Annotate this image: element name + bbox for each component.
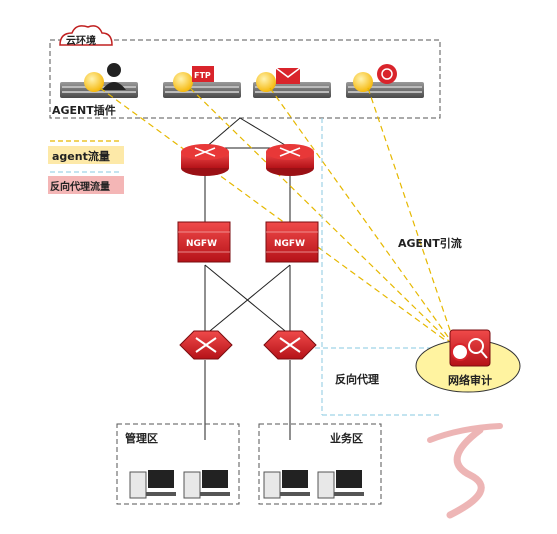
desktop-pc-icon bbox=[263, 470, 310, 499]
mail-icon bbox=[275, 67, 301, 84]
cloud-environment-region bbox=[49, 39, 441, 119]
switch-icon bbox=[263, 330, 317, 360]
globe-icon bbox=[377, 64, 397, 84]
desktop-pc-icon bbox=[129, 470, 176, 499]
desktop-pc-icon bbox=[317, 470, 364, 499]
firewall-icon: NGFW bbox=[265, 221, 319, 263]
cloud-icon bbox=[59, 25, 113, 46]
cloud-env-label: 云环境 bbox=[66, 34, 96, 47]
agent-plugin-icon bbox=[256, 72, 276, 92]
business-zone-label: 业务区 bbox=[330, 431, 363, 445]
switch-icon bbox=[179, 330, 233, 360]
router-icon bbox=[181, 144, 229, 176]
reverse-proxy-lines bbox=[315, 118, 440, 416]
audit-device-icon bbox=[449, 329, 491, 367]
agent-plugin-icon bbox=[353, 72, 373, 92]
management-zone-label: 管理区 bbox=[125, 431, 158, 445]
ftp-icon: FTP bbox=[192, 66, 214, 82]
management-zone-region bbox=[116, 423, 240, 505]
firewall-icon: NGFW bbox=[177, 221, 231, 263]
legend-agent-label: agent流量 bbox=[52, 149, 110, 163]
network-audit-label: 网络审计 bbox=[448, 373, 492, 387]
agent-plugin-icon bbox=[84, 72, 104, 92]
agent-plugin-label: AGENT插件 bbox=[52, 103, 116, 117]
ngfw-left-label: NGFW bbox=[186, 239, 217, 249]
router-icon bbox=[266, 144, 314, 176]
reverse-proxy-label: 反向代理 bbox=[335, 372, 379, 386]
agent-traffic-lines bbox=[99, 87, 457, 349]
legend-proxy-swatch bbox=[48, 176, 124, 194]
watermark-logo bbox=[427, 423, 503, 519]
user-icon bbox=[102, 63, 126, 90]
legend-agent-swatch bbox=[48, 146, 124, 164]
ftp-tag: FTP bbox=[194, 71, 211, 80]
agent-redirect-label: AGENT引流 bbox=[398, 236, 462, 250]
legend-proxy-label: 反向代理流量 bbox=[50, 180, 110, 193]
agent-plugin-icon bbox=[173, 72, 193, 92]
desktop-pc-icon bbox=[183, 470, 230, 499]
ngfw-right-label: NGFW bbox=[274, 239, 305, 249]
business-zone-region bbox=[258, 423, 382, 505]
